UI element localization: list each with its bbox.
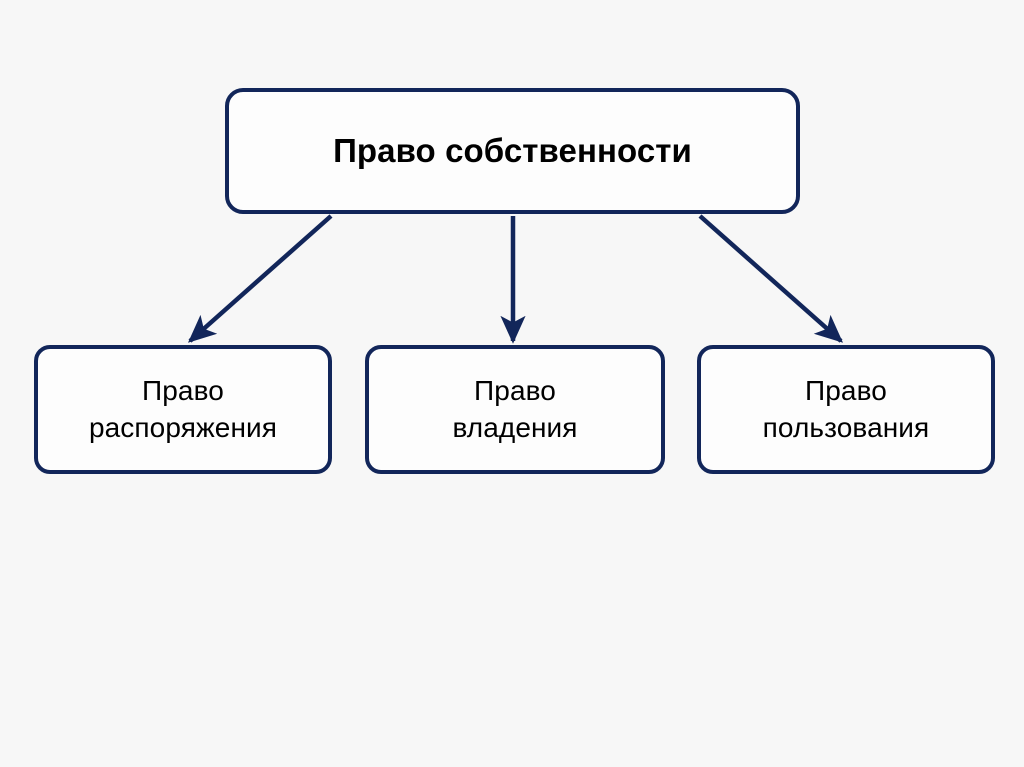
node-right-of-use-label: Право пользования [762, 374, 930, 443]
node-right-of-use[interactable]: Право пользования [697, 345, 995, 474]
connector-root-to-disposal [187, 214, 333, 343]
node-ownership-right-label: Право собственности [333, 132, 692, 170]
node-right-of-disposal[interactable]: Право распоряжения [34, 345, 332, 474]
connector-root-to-use [698, 214, 844, 343]
node-right-of-possession-label: Право владения [452, 374, 578, 443]
node-right-of-disposal-label: Право распоряжения [88, 374, 278, 443]
node-right-of-possession[interactable]: Право владения [365, 345, 665, 474]
node-ownership-right[interactable]: Право собственности [225, 88, 800, 214]
